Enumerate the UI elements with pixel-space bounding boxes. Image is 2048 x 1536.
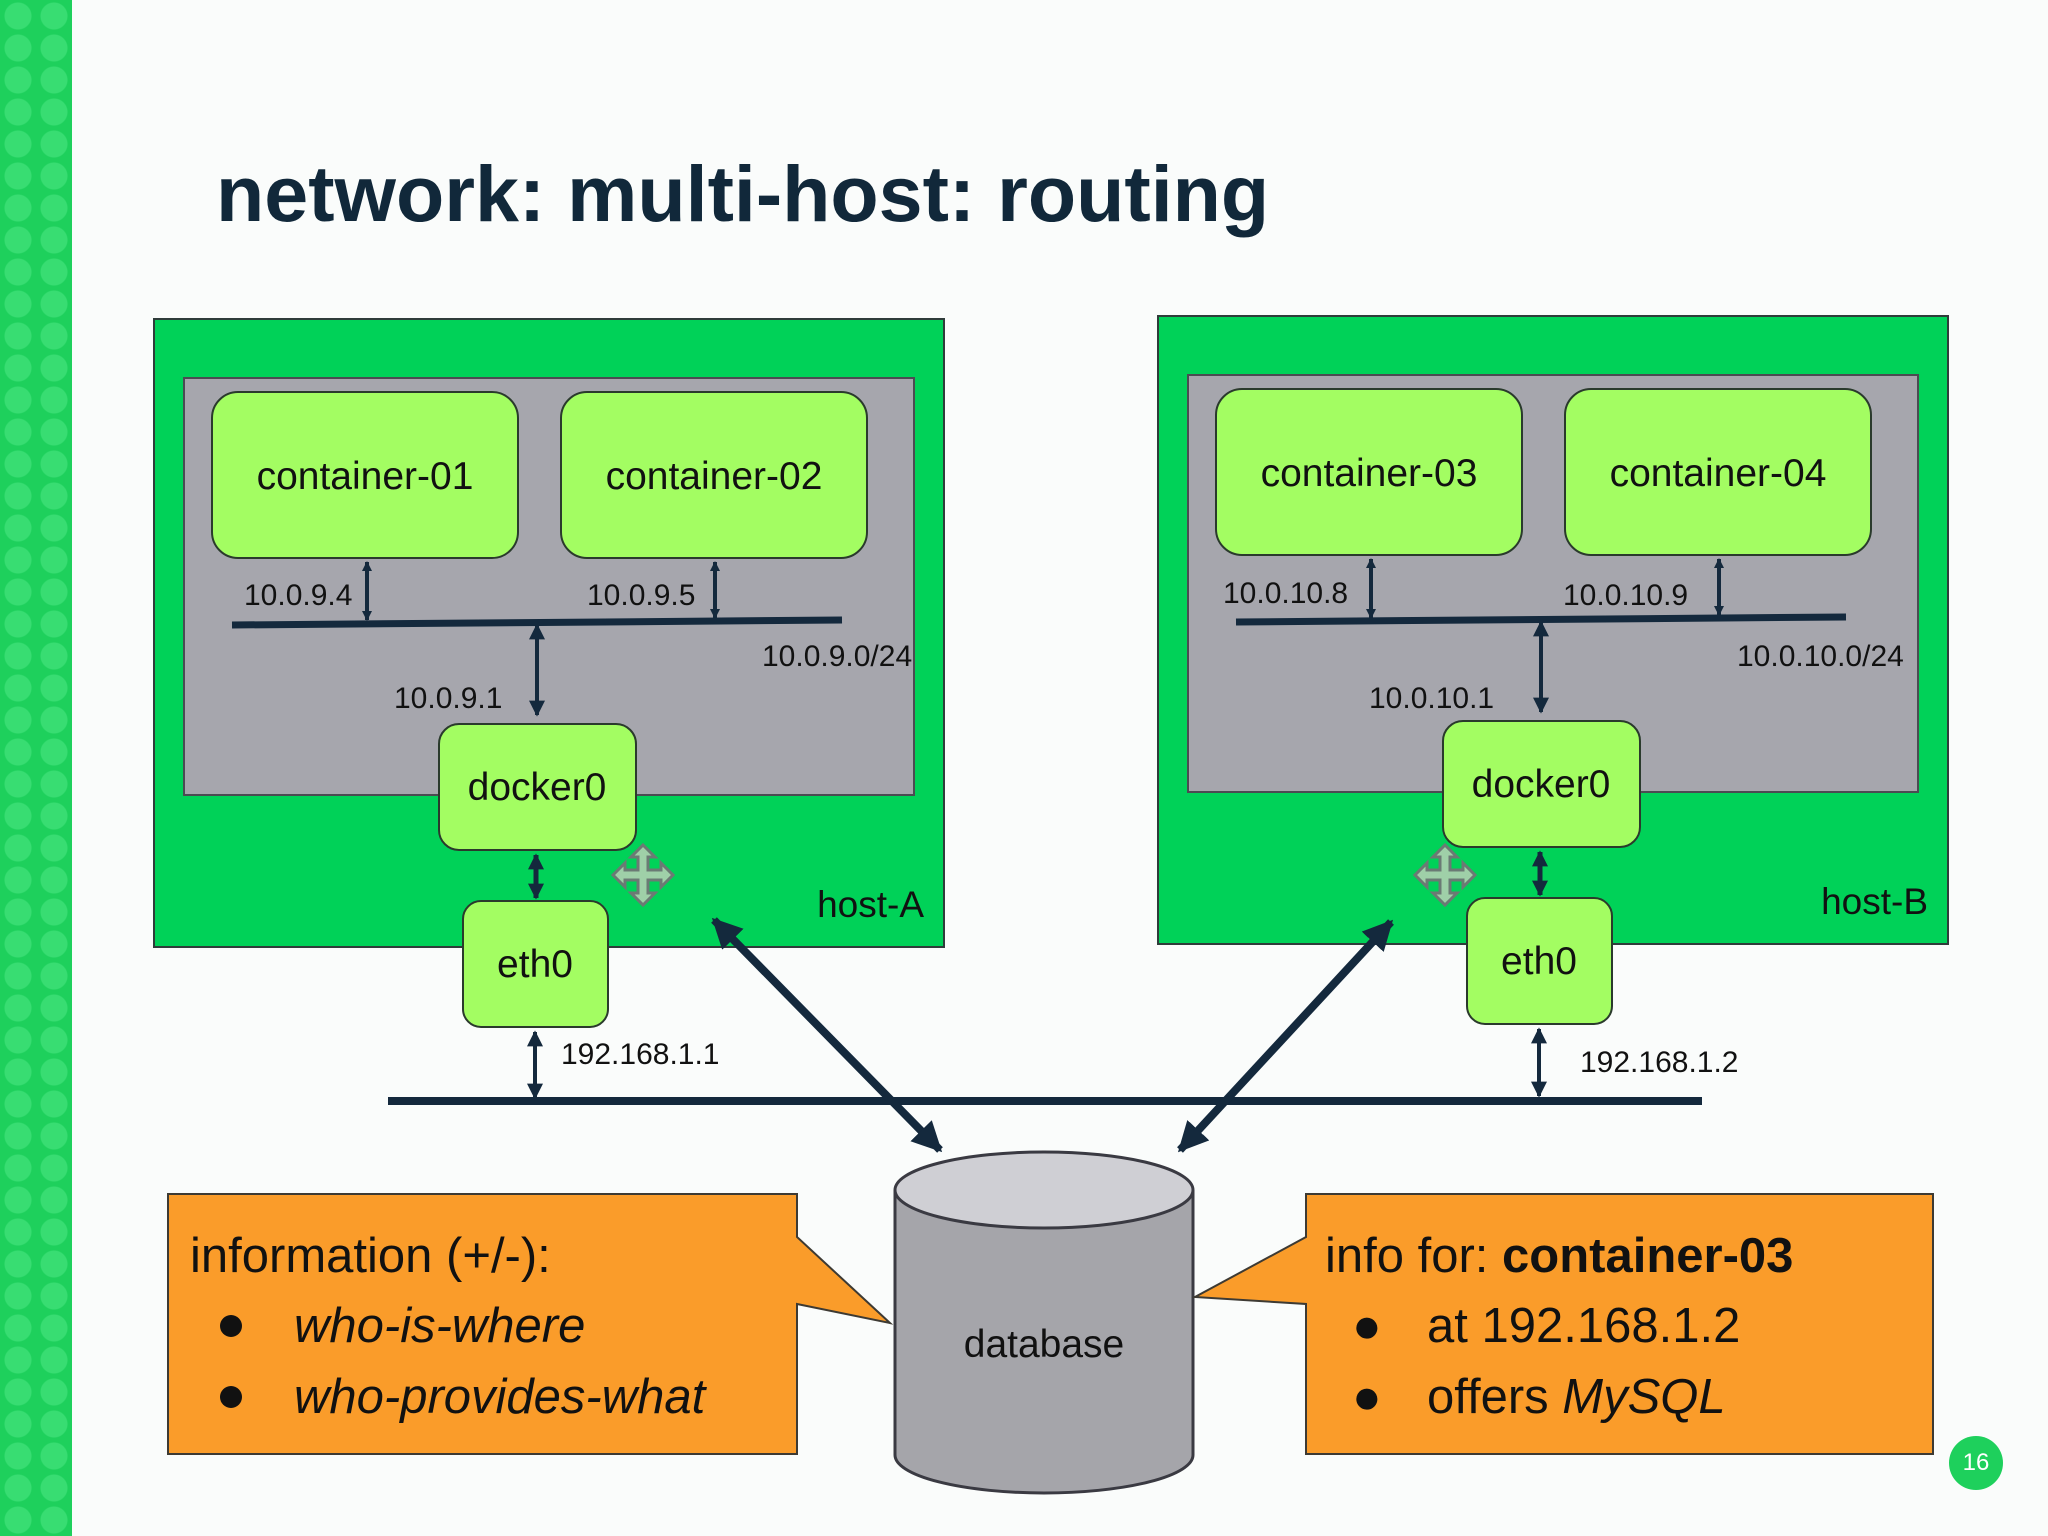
side-pattern-bar <box>0 0 72 1536</box>
callout-right-bullet-1: at 192.168.1.2 <box>1427 1299 1740 1353</box>
container-01-box[interactable] <box>211 391 519 559</box>
host-a-subnet: 10.0.9.0/24 <box>762 640 912 673</box>
bullet-dot <box>220 1386 242 1408</box>
callout-left-bullet-1: who-is-where <box>294 1299 585 1353</box>
host-a: container-01 container-02 10.0.9.4 10.0.… <box>153 318 945 1100</box>
host-a-bridge-ip: 10.0.9.1 <box>394 682 502 715</box>
host-a-eth0-box[interactable] <box>462 900 609 1028</box>
bullet-dot: ● <box>1352 1299 1382 1353</box>
host-b-db-link <box>1177 919 1394 1153</box>
host-b-eth0-ip: 192.168.1.2 <box>1580 1046 1738 1079</box>
page-number: 16 <box>1949 1436 2003 1490</box>
database-cylinder[interactable]: database <box>893 1150 1195 1495</box>
host-b-label: host-B <box>1821 881 1928 922</box>
host-b-subnet: 10.0.10.0/24 <box>1737 640 1904 673</box>
host-b: container-03 container-04 10.0.10.8 10.0… <box>1157 315 1949 1098</box>
callout-left-bullet-2: who-provides-what <box>294 1370 708 1424</box>
container-03-box[interactable] <box>1215 388 1523 556</box>
container-02-label: container-02 <box>606 455 823 498</box>
host-a-db-link <box>711 917 943 1153</box>
container-04-label: container-04 <box>1610 452 1827 495</box>
host-a-docker0-label: docker0 <box>468 766 607 809</box>
host-b-bridge-ip: 10.0.10.1 <box>1369 682 1494 715</box>
host-a-eth0-ip: 192.168.1.1 <box>561 1038 719 1071</box>
bullet-dot <box>220 1315 242 1337</box>
host-a-eth0-label: eth0 <box>497 943 573 986</box>
callout-right: info for: container-03 ● at 192.168.1.2 … <box>1191 1193 1934 1455</box>
container-03-label: container-03 <box>1261 452 1478 495</box>
callout-right-bullet-2: offers MySQL <box>1427 1370 1726 1424</box>
host-b-eth0-label: eth0 <box>1501 940 1577 983</box>
callout-right-heading: info for: container-03 <box>1325 1229 1793 1283</box>
host-a-docker0-box[interactable] <box>438 723 637 851</box>
host-a-label: host-A <box>817 884 924 925</box>
container-01-ip: 10.0.9.4 <box>244 579 352 612</box>
host-b-eth0-box[interactable] <box>1466 897 1613 1025</box>
container-04-ip: 10.0.10.9 <box>1563 579 1688 612</box>
bullet-dot: ● <box>1352 1370 1382 1424</box>
container-02-ip: 10.0.9.5 <box>587 579 695 612</box>
host-b-docker0-box[interactable] <box>1442 720 1641 848</box>
host-b-bridge-line <box>1235 613 1847 626</box>
container-04-box[interactable] <box>1564 388 1872 556</box>
container-02-box[interactable] <box>560 391 868 559</box>
database-label: database <box>964 1323 1124 1366</box>
callout-left: information (+/-): who-is-where who-prov… <box>167 1193 894 1455</box>
slide-title: network: multi-host: routing <box>216 149 1270 238</box>
host-b-docker0-label: docker0 <box>1472 763 1611 806</box>
container-01-label: container-01 <box>257 455 474 498</box>
container-03-ip: 10.0.10.8 <box>1223 577 1348 610</box>
callout-left-heading: information (+/-): <box>190 1229 551 1283</box>
host-a-bridge-line <box>231 616 843 629</box>
